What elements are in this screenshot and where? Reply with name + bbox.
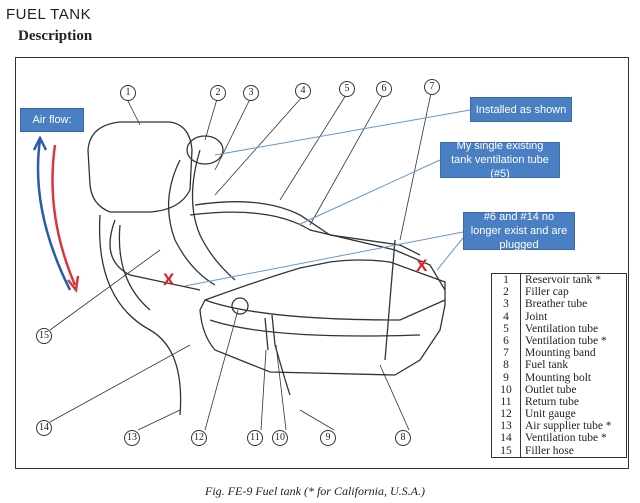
legend-number: 5 (492, 322, 521, 335)
legend-row: 8 Fuel tank (492, 359, 626, 372)
legend-label: Mounting band (525, 347, 596, 360)
legend-number: 6 (492, 334, 521, 348)
legend-label: Ventilation tube * (525, 432, 607, 445)
legend-label: Ventilation tube * (525, 334, 607, 347)
legend-number: 11 (492, 395, 521, 409)
part-number-8: 8 (395, 430, 411, 446)
outlet-tube (271, 314, 291, 396)
legend-row: 2 Filler cap (492, 286, 626, 299)
figure-caption: Fig. FE-9 Fuel tank (* for California, U… (205, 484, 425, 498)
part-number-15: 15 (36, 328, 52, 344)
air-flow-arrow-red-head (67, 275, 80, 294)
legend-label: Air supplier tube * (525, 420, 612, 433)
part-number-4: 4 (295, 83, 311, 99)
filler-hose-outer (191, 149, 236, 281)
legend-label: Fuel tank (525, 359, 569, 372)
part-number-1: 1 (120, 85, 136, 101)
plug-mark-left: X (163, 270, 175, 289)
part-number-12: 12 (191, 430, 207, 446)
part-number-3: 3 (243, 85, 259, 101)
part-number-14: 14 (36, 420, 52, 436)
fuel-tank-seam (209, 319, 421, 337)
breather-tube (109, 219, 201, 291)
legend-row: 7 Mounting band (492, 347, 626, 360)
part-number-5: 5 (339, 81, 355, 97)
legend-number: 14 (492, 432, 521, 445)
filler-hose (167, 159, 216, 286)
plugged-callout: #6 and #14 no longer exist and are plugg… (463, 211, 575, 251)
plug-mark-right: X (416, 256, 428, 275)
legend-number: 4 (492, 310, 521, 323)
mounting-band (384, 239, 396, 361)
section-subtitle: Description (18, 28, 93, 44)
legend-label: Return tube (525, 395, 579, 408)
ventilation-tube-6 (189, 211, 446, 291)
part-number-10: 10 (272, 430, 288, 446)
legend-label: Reservoir tank * (525, 274, 602, 286)
part-number-13: 13 (124, 430, 140, 446)
legend-number: 7 (492, 347, 521, 360)
legend-number: 15 (492, 444, 521, 457)
legend-row: 12 Unit gauge (492, 408, 626, 421)
legend-label: Outlet tube (525, 383, 577, 396)
legend-row: 11 Return tube (492, 395, 626, 409)
legend-number: 9 (492, 371, 521, 384)
part-number-7: 7 (424, 79, 440, 95)
ventilation-tube-14 (98, 214, 182, 416)
legend-number: 8 (492, 359, 521, 372)
legend-row: 5 Ventilation tube (492, 322, 626, 335)
reservoir-tank (87, 121, 193, 213)
legend-row: 4 Joint (492, 310, 626, 323)
single-tube-callout: My single existing tank ventilation tube… (440, 140, 560, 180)
air-flow-callout: Air flow: (20, 108, 84, 132)
part-number-11: 11 (247, 430, 263, 446)
legend-row: 13 Air supplier tube * (492, 420, 626, 433)
page-title: FUEL TANK (6, 6, 92, 23)
parts-legend: 1 Reservoir tank * 2 Filler cap 3 Breather tu… (491, 273, 627, 458)
legend-row: 15 Filler hose (492, 444, 626, 457)
legend-label: Filler hose (525, 444, 574, 457)
ventilation-tube-5 (194, 201, 421, 256)
legend-row: 14 Ventilation tube * (492, 432, 626, 445)
legend-number: 12 (492, 408, 521, 421)
part-number-9: 9 (320, 430, 336, 446)
legend-label: Filler cap (525, 286, 569, 299)
legend-label: Joint (525, 310, 548, 323)
legend-row: 10 Outlet tube (492, 383, 626, 396)
return-tube (264, 317, 269, 351)
legend-label: Mounting bolt (525, 371, 592, 384)
part-number-2: 2 (210, 85, 226, 101)
air-flow-arrow-blue-head (32, 135, 48, 151)
air-supplier-tube (118, 224, 151, 311)
unit-gauge (231, 297, 249, 315)
legend-number: 10 (492, 383, 521, 396)
legend-label: Ventilation tube (525, 322, 599, 335)
legend-number: 2 (492, 286, 521, 299)
legend-row: 3 Breather tube (492, 298, 626, 311)
legend-row: 6 Ventilation tube * (492, 334, 626, 348)
legend-row: 9 Mounting bolt (492, 371, 626, 384)
legend-label: Breather tube (525, 298, 588, 311)
air-flow-arrow-red (51, 144, 77, 286)
legend-number: 1 (492, 274, 521, 287)
legend-label: Unit gauge (525, 408, 576, 421)
filler-cap (186, 135, 224, 165)
legend-row: 1 Reservoir tank * (492, 274, 626, 287)
part-number-6: 6 (376, 81, 392, 97)
installed-as-shown-callout: Installed as shown (470, 97, 572, 122)
legend-number: 3 (492, 298, 521, 311)
air-flow-arrow-blue (36, 139, 72, 291)
legend-number: 13 (492, 420, 521, 433)
diagram-frame (15, 57, 629, 469)
fuel-tank-top (204, 299, 446, 321)
fuel-tank-body (199, 259, 446, 376)
